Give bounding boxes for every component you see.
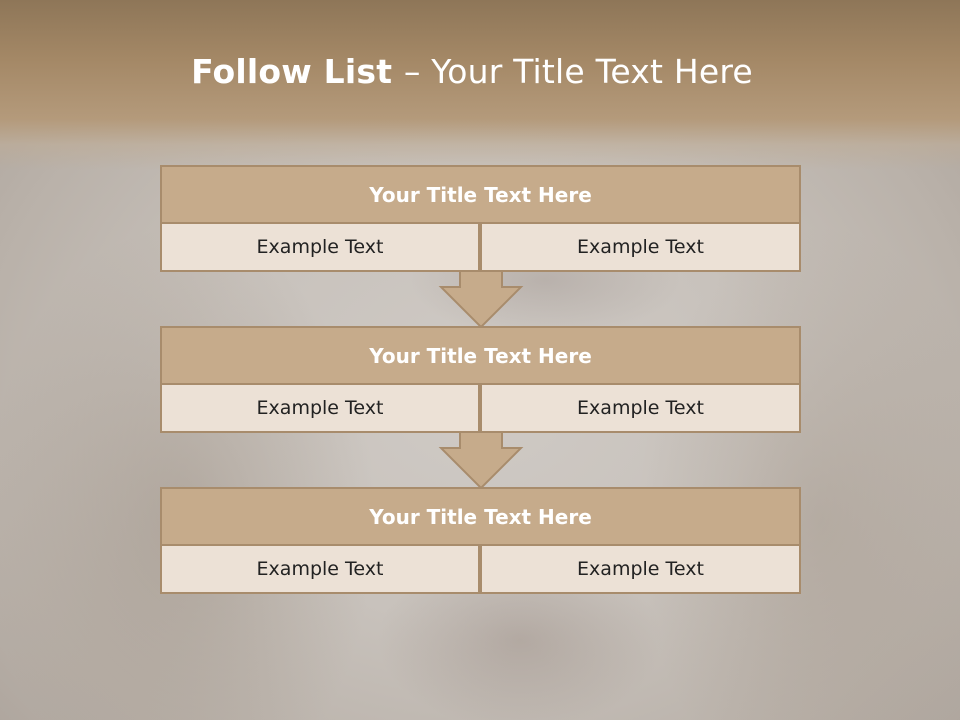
down-arrow-icon bbox=[438, 431, 524, 490]
step-panel-2: Your Title Text Here Example Text Exampl… bbox=[160, 326, 801, 433]
slide-title-bold: Follow List bbox=[191, 52, 404, 91]
step-3-right-text: Example Text bbox=[480, 544, 801, 594]
slide-title-rest: – Your Title Text Here bbox=[403, 52, 753, 91]
step-1-right-text: Example Text bbox=[480, 222, 801, 272]
step-2-left-text: Example Text bbox=[160, 383, 480, 433]
step-2-title: Your Title Text Here bbox=[160, 326, 801, 385]
step-1-title: Your Title Text Here bbox=[160, 165, 801, 224]
slide-title: Follow List – Your Title Text Here bbox=[0, 52, 944, 91]
step-3-title: Your Title Text Here bbox=[160, 487, 801, 546]
step-3-left-text: Example Text bbox=[160, 544, 480, 594]
down-arrow-icon bbox=[438, 270, 524, 329]
header-band bbox=[0, 0, 960, 170]
step-panel-1: Your Title Text Here Example Text Exampl… bbox=[160, 165, 801, 272]
step-2-right-text: Example Text bbox=[480, 383, 801, 433]
step-panel-3: Your Title Text Here Example Text Exampl… bbox=[160, 487, 801, 594]
step-1-left-text: Example Text bbox=[160, 222, 480, 272]
